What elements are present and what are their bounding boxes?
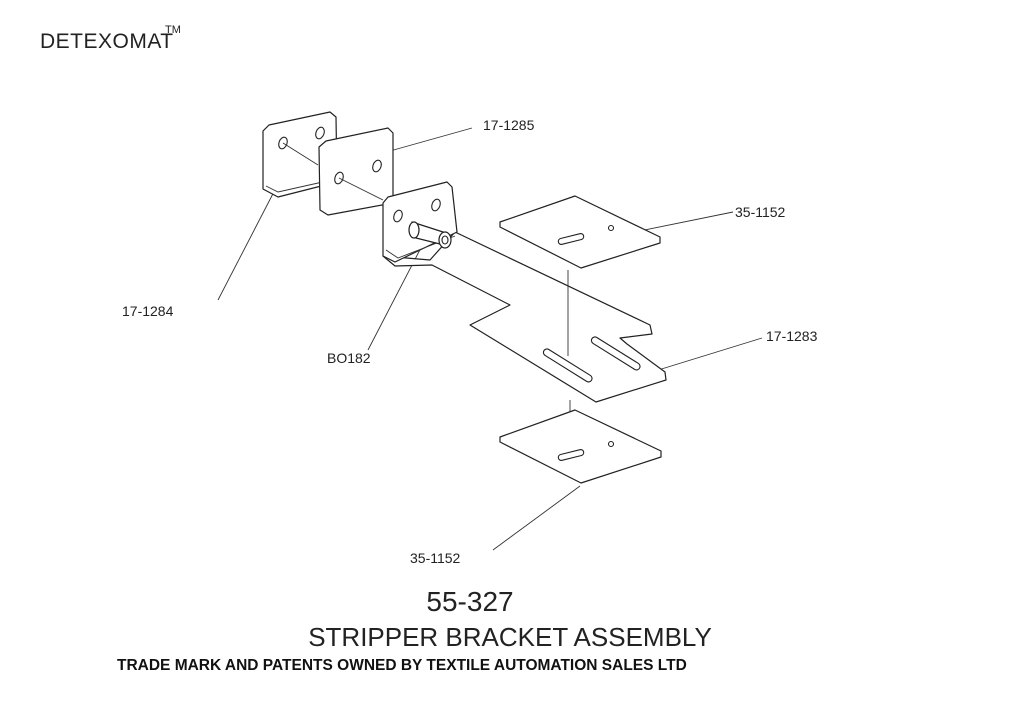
callout-17-1285: 17-1285 — [483, 117, 535, 133]
leader-17-1285 — [389, 127, 473, 152]
pin-bo182 — [408, 221, 452, 249]
pad-35-1152-bottom — [499, 409, 662, 484]
leader-17-1284 — [217, 183, 279, 301]
assembly-line — [338, 177, 384, 201]
assembly-line — [282, 142, 319, 166]
pad-35-1152-top — [499, 195, 661, 269]
brand-name: DETEXOMAT — [40, 30, 174, 53]
leader-17-1283 — [654, 337, 763, 372]
slot — [542, 348, 593, 383]
trademark-notice: TRADE MARK AND PATENTS OWNED BY TEXTILE … — [117, 657, 687, 674]
callout-35-1152-bottom: 35-1152 — [410, 550, 461, 566]
assembly-title: STRIPPER BRACKET ASSEMBLY — [308, 622, 712, 652]
trademark-symbol: TM — [165, 24, 181, 36]
bracket-17-1283 — [382, 181, 667, 403]
callout-17-1283: 17-1283 — [766, 328, 818, 344]
slot — [590, 336, 641, 371]
callout-bo182: BO182 — [327, 350, 371, 366]
leader-35-1152-bottom — [492, 485, 581, 551]
callout-17-1284: 17-1284 — [122, 303, 174, 319]
plate-17-1285 — [318, 127, 394, 216]
assembly-number: 55-327 — [426, 586, 514, 617]
bracket-17-1284 — [262, 111, 338, 198]
callout-35-1152-top: 35-1152 — [735, 204, 786, 220]
